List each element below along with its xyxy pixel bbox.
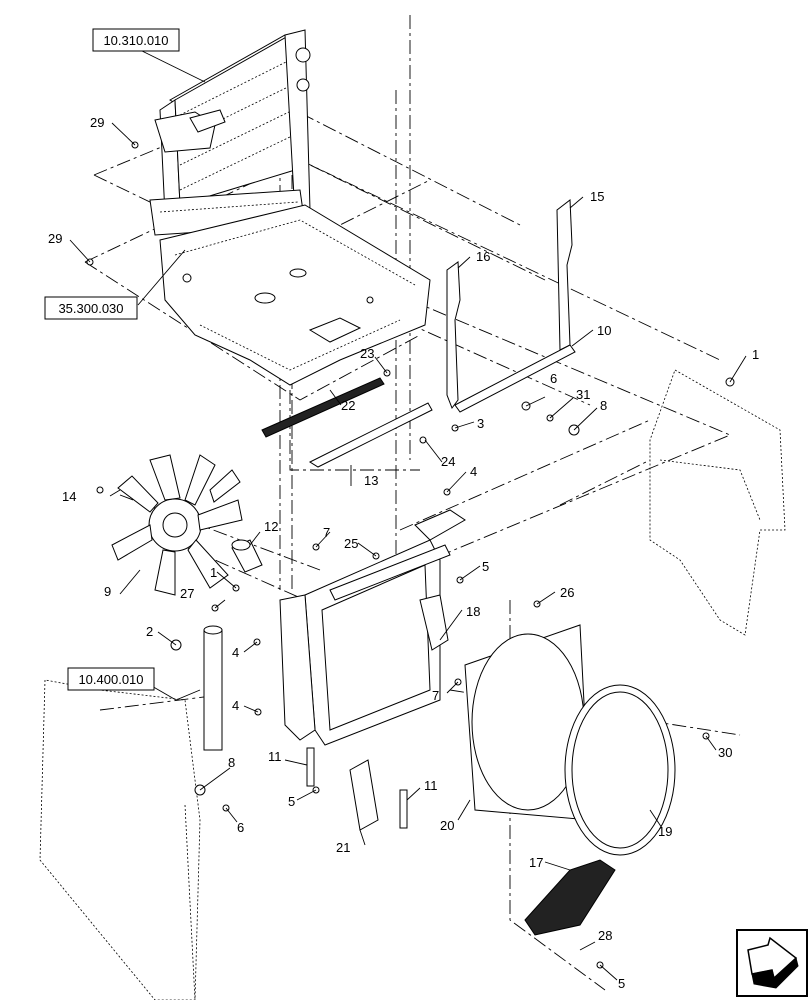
callout-9: 9 [104,584,111,599]
top-strip-22 [261,377,385,438]
callout-4: 4 [232,698,239,713]
deflector-17 [524,859,616,936]
mounting-plate [159,204,431,386]
callout-1: 1 [752,347,759,362]
callout-4: 4 [232,645,239,660]
callout-10: 10 [597,323,611,338]
callout-8: 8 [600,398,607,413]
callout-12: 12 [264,519,278,534]
shroud-ring-plate [464,624,591,821]
callout-19: 19 [658,824,672,839]
callout-3: 3 [477,416,484,431]
callout-24: 24 [441,454,455,469]
fan-ring [564,684,676,856]
callout-25: 25 [344,536,358,551]
callout-30: 30 [718,745,732,760]
tube-27 [203,625,223,751]
bracket-21 [349,759,379,831]
callout-29: 29 [90,115,104,130]
callout-17: 17 [529,855,543,870]
side-panel-left [39,679,201,1001]
bracket-11-right [399,789,408,829]
callout-21: 21 [336,840,350,855]
spacer-12 [231,539,263,573]
callout-5: 5 [288,794,295,809]
fan-assembly [111,454,243,596]
leader-lines [69,49,747,981]
next-page-arrow-icon[interactable] [736,929,808,997]
callout-7: 7 [323,525,330,540]
bracket-11-left [306,747,315,787]
ref-label-10-310-010: 10.310.010 [103,33,168,48]
callout-15: 15 [590,189,604,204]
callout-1: 1 [210,565,217,580]
radiator-assembly [149,29,311,236]
seal-strips [446,199,576,413]
ref-box-10-310-010[interactable]: 10.310.010 [92,28,180,52]
callout-2: 2 [146,624,153,639]
callout-26: 26 [560,585,574,600]
callout-5: 5 [482,559,489,574]
ref-box-35-300-030[interactable]: 35.300.030 [44,296,138,320]
callout-22: 22 [341,398,355,413]
callout-11: 11 [268,749,282,764]
callout-23: 23 [360,346,374,361]
ref-label-35-300-030: 35.300.030 [58,301,123,316]
callout-28: 28 [598,928,612,943]
callout-8: 8 [228,755,235,770]
callout-5: 5 [618,976,625,991]
callout-16: 16 [476,249,490,264]
callout-31: 31 [576,387,590,402]
fan-shroud-frame [279,509,466,746]
callout-29: 29 [48,231,62,246]
callout-6: 6 [237,820,244,835]
callout-11: 11 [424,778,438,793]
callout-6: 6 [550,371,557,386]
callout-18: 18 [466,604,480,619]
ref-box-10-400-010[interactable]: 10.400.010 [67,667,155,691]
callout-14: 14 [62,489,76,504]
callout-4: 4 [470,464,477,479]
callout-13: 13 [364,473,378,488]
callout-7: 7 [432,688,439,703]
callout-27: 27 [180,586,194,601]
callout-20: 20 [440,818,454,833]
callout-numbers: 29 29 15 16 10 1 23 6 31 8 22 3 24 4 13 … [48,115,759,991]
ref-label-10-400-010: 10.400.010 [78,672,143,687]
side-frame-right [649,369,786,636]
shroud-plate-13 [308,402,433,468]
